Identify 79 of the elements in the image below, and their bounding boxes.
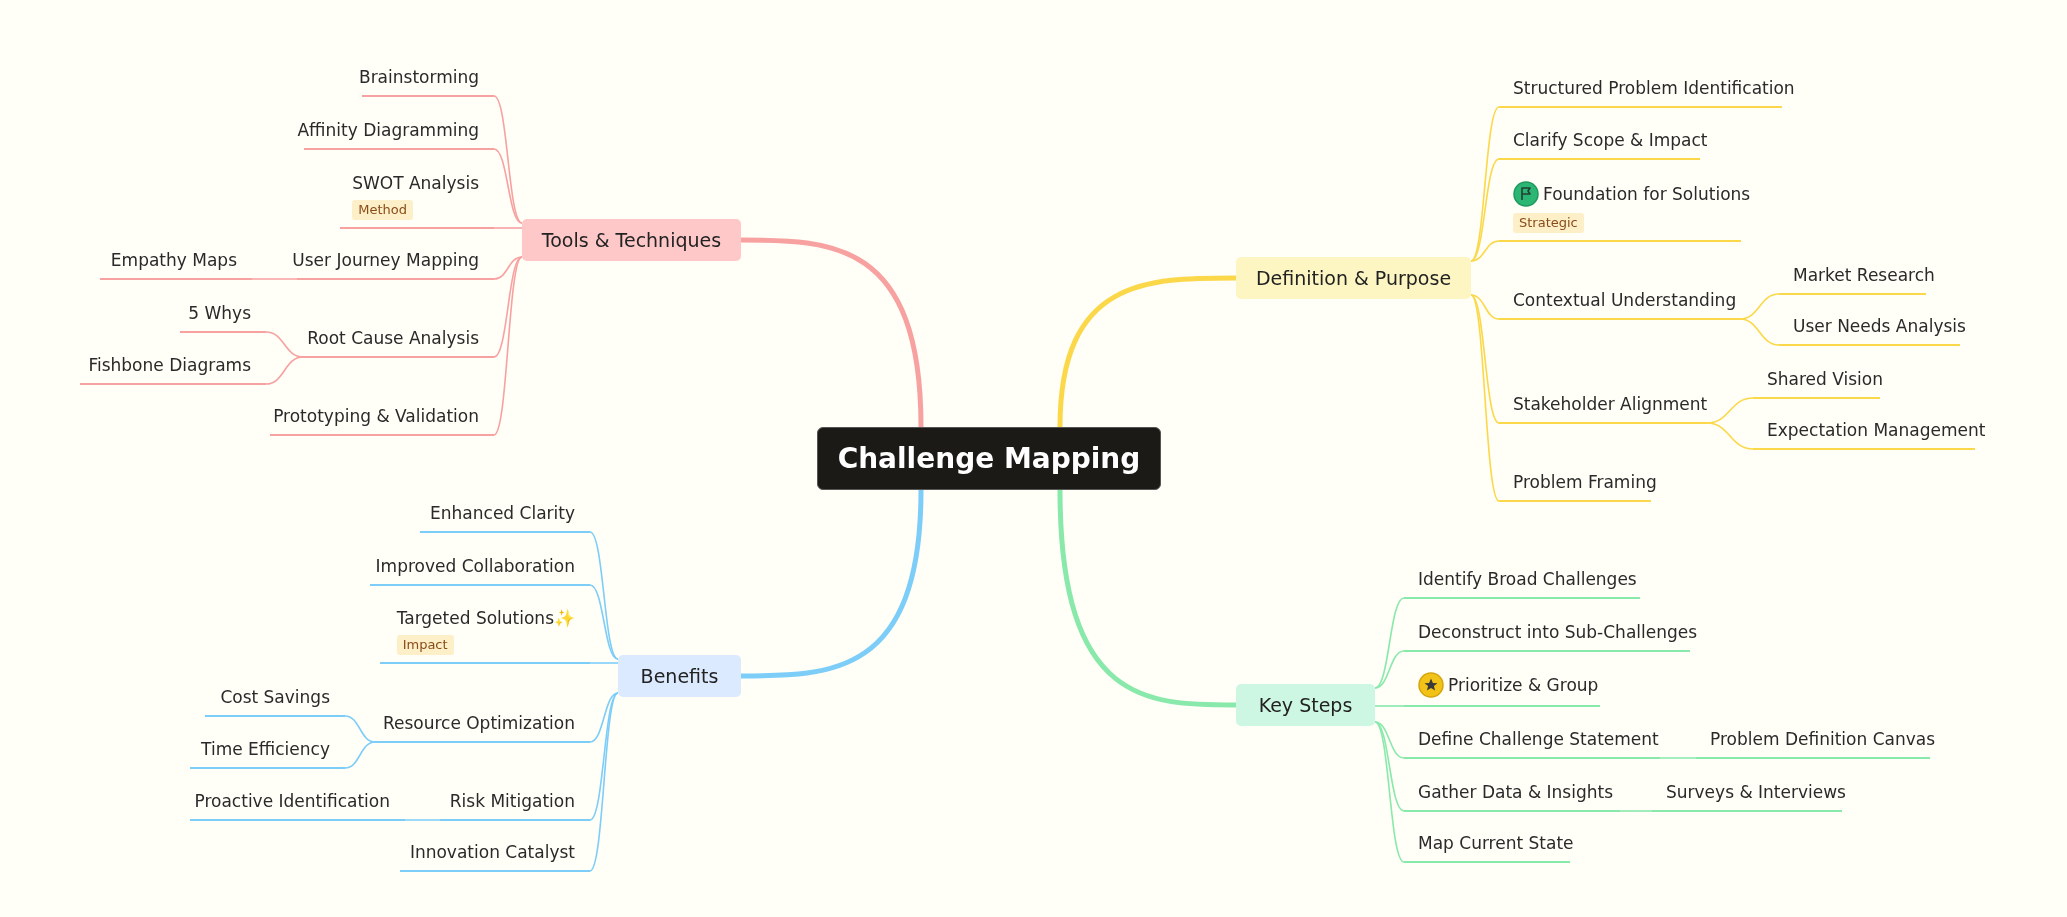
branch-connector [1374,597,1405,689]
subtopic-label: SWOT Analysis [352,172,479,194]
subtopic-label: Market Research [1793,264,1935,286]
branch-connector [589,692,619,821]
subtopic-label: Empathy Maps [110,249,237,271]
subtopic-label: User Needs Analysis [1793,315,1966,337]
branch-connector [1706,422,1754,450]
branch-connector [589,692,619,743]
branch-connector [404,819,441,821]
branch-connector [493,227,523,229]
branch-connector [589,531,619,660]
subtopic-label: Improved Collaboration [375,555,575,577]
branch-connector [741,489,924,679]
subtopic-label: Surveys & Interviews [1666,781,1846,803]
subtopic-label: User Journey Mapping [292,249,479,271]
subtopic-label: Problem Framing [1513,471,1657,493]
branch-connector [1470,294,1500,424]
branch-connector [741,237,924,428]
branch-connector [589,584,619,660]
branch-connector [1739,318,1780,346]
branch-connector [1619,810,1653,812]
subtopic-label: Foundation for Solutions [1543,183,1751,205]
subtopic-label: Brainstorming [358,66,479,88]
branch-connector [493,256,523,358]
branch-connector [1470,294,1500,320]
subtopic-label: 5 Whys [188,302,251,324]
branch-connector [1659,757,1697,759]
branch-connector [1057,275,1236,428]
subtopic-label: Innovation Catalyst [409,841,575,863]
branch-connector [265,356,304,385]
subtopic-label: Prioritize & Group [1448,674,1599,696]
subtopic-label: Deconstruct into Sub-Challenges [1418,621,1698,643]
branch-connector [493,148,523,224]
central-topic: Challenge Mapping [817,427,1161,490]
subtopic-label: Clarify Scope & Impact [1513,129,1708,151]
subtopic-label: Map Current State [1418,832,1574,854]
branch-connector [1374,650,1405,689]
subtopic-label: Define Challenge Statement [1418,728,1659,750]
branch-connector [493,95,523,224]
subtopic-label: Gather Data & Insights [1418,781,1613,803]
branch-connector [1470,294,1500,502]
subtopic-label: Time Efficiency [201,738,330,760]
category-tag: Strategic [1513,213,1584,233]
subtopic-label: Root Cause Analysis [307,327,479,349]
subtopic-label: Resource Optimization [382,712,575,734]
branch-connector [344,741,376,769]
branch-connector [251,278,298,280]
category-tag: Method [352,200,413,220]
subtopic-label: Risk Mitigation [449,790,575,812]
main-branch-topic: Benefits [618,655,741,697]
branch-connector [1374,721,1405,759]
main-branch-topic: Definition & Purpose [1236,257,1471,299]
branch-connector [1470,240,1500,262]
branch-connector [1374,721,1405,863]
branch-connector [1470,158,1500,262]
subtopic-label: Affinity Diagramming [297,119,479,141]
branch-connector [589,692,619,872]
subtopic-label: Targeted Solutions✨ [396,607,575,629]
subtopic-label: Identify Broad Challenges [1418,568,1637,590]
subtopic-label: Contextual Understanding [1513,289,1737,311]
subtopic-label: Stakeholder Alignment [1513,393,1708,415]
main-branch-topic: Key Steps [1236,684,1375,726]
subtopic-label: Structured Problem Identification [1513,77,1795,99]
branch-connector [589,662,619,664]
subtopic-label: Prototyping & Validation [273,405,479,427]
subtopic-label: Expectation Management [1767,419,1986,441]
subtopic-label: Shared Vision [1767,368,1883,390]
branch-connector [1470,106,1500,262]
category-tag: Impact [396,635,454,655]
branch-connector [1374,705,1405,707]
subtopic-label: Cost Savings [220,686,330,708]
subtopic-label: Enhanced Clarity [430,502,575,524]
branch-connector [493,256,523,280]
branch-connector [1057,489,1236,708]
subtopic-label: Fishbone Diagrams [88,354,251,376]
subtopic-label: Problem Definition Canvas [1710,728,1936,750]
main-branch-topic: Tools & Techniques [522,219,741,261]
subtopic-label: Proactive Identification [194,790,390,812]
branch-connector [493,256,523,436]
